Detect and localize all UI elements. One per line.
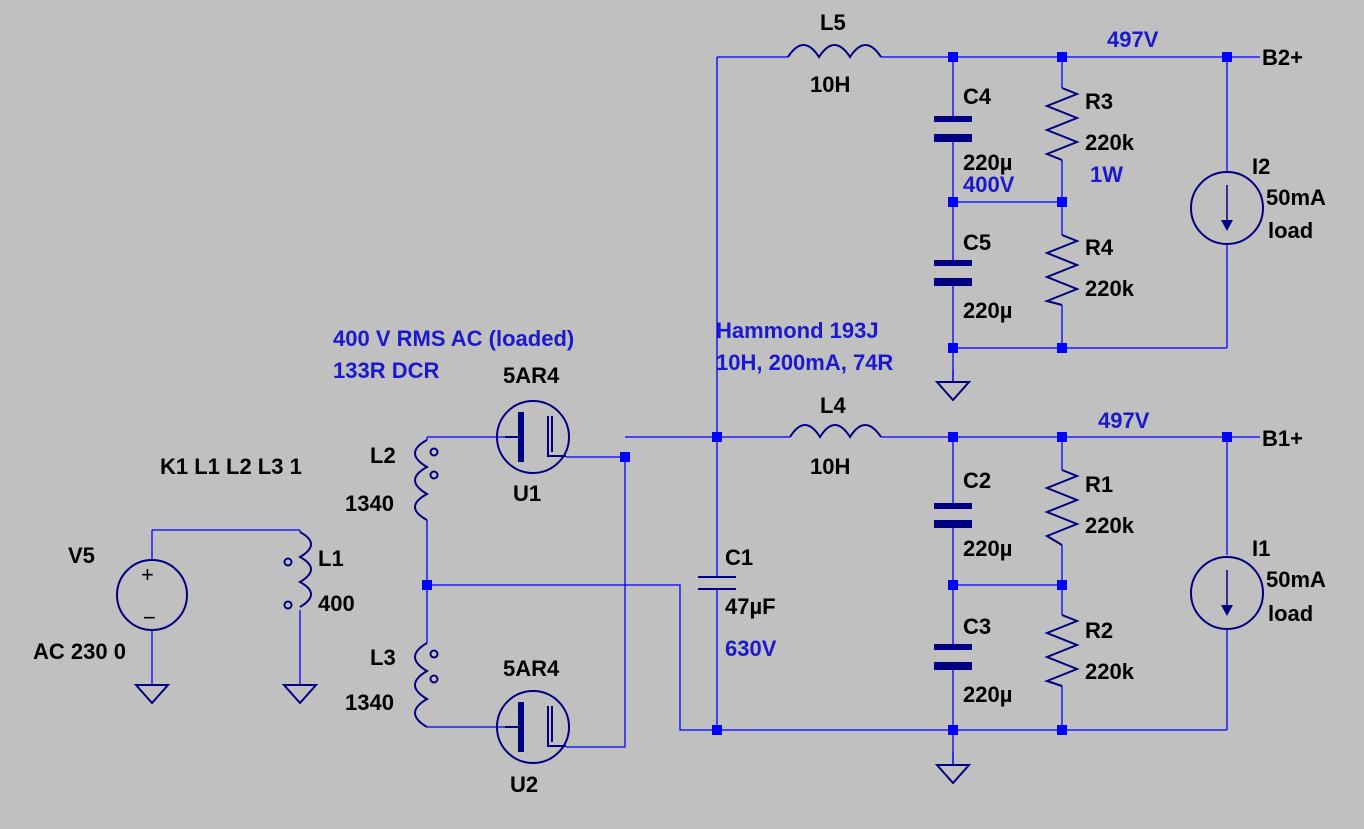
transformer-note-line1: 400 V RMS AC (loaded) (333, 326, 574, 351)
u2-name-label: U2 (510, 772, 538, 797)
c3-name-label: C3 (963, 614, 991, 639)
c1-value-label: 47µF (725, 594, 776, 619)
inductor-l4[interactable] (789, 424, 882, 439)
c4-name-label: C4 (963, 84, 992, 109)
plus-sign-icon: + (141, 562, 154, 587)
current-source-i1[interactable] (1190, 556, 1264, 630)
l3-value-label: 1340 (345, 690, 394, 715)
wires (151, 56, 1260, 765)
inductor-l5[interactable] (787, 44, 882, 59)
resistor-r4[interactable] (1043, 234, 1080, 306)
l1-value-label: 400 (318, 591, 355, 616)
inductor-l2[interactable] (414, 437, 439, 521)
ground-upper (936, 369, 970, 401)
coupling-directive: K1 L1 L2 L3 1 (160, 454, 302, 479)
l1-name-label: L1 (318, 546, 344, 571)
capacitor-c1[interactable] (698, 576, 736, 590)
l2-name-label: L2 (370, 443, 396, 468)
i2-note-label: load (1268, 218, 1313, 243)
l2-value-label: 1340 (345, 491, 394, 516)
v5-value-label: AC 230 0 (33, 639, 126, 664)
c1-rating-label: 630V (725, 636, 777, 661)
choke-note-line1: Hammond 193J (716, 318, 879, 343)
ground-l1 (283, 672, 317, 704)
c4-value-label: 220µ (963, 150, 1012, 175)
l3-name-label: L3 (370, 645, 396, 670)
l5-value-label: 10H (810, 72, 850, 97)
capacitor-c5[interactable] (934, 260, 972, 286)
r2-value-label: 220k (1085, 659, 1135, 684)
polarity-dot-icon (429, 447, 439, 457)
polarity-dot-icon (283, 557, 293, 567)
ground-v5 (135, 672, 169, 704)
c2-value-label: 220µ (963, 536, 1012, 561)
r1-name-label: R1 (1085, 472, 1113, 497)
capacitor-c4[interactable] (934, 116, 972, 142)
u2-value-label: 5AR4 (503, 656, 560, 681)
minus-sign-icon: − (143, 605, 156, 630)
l4-value-label: 10H (810, 454, 850, 479)
c1-name-label: C1 (725, 545, 753, 570)
polarity-dot-icon (429, 674, 439, 684)
current-source-i2[interactable] (1190, 171, 1264, 245)
polarity-dot-icon (429, 649, 439, 659)
l4-name-label: L4 (820, 393, 846, 418)
c3-value-label: 220µ (963, 682, 1012, 707)
polarity-dot-icon (283, 600, 293, 610)
r3-name-label: R3 (1085, 89, 1113, 114)
u1-value-label: 5AR4 (503, 363, 560, 388)
r3-value-label: 220k (1085, 130, 1135, 155)
transformer-note-line2: 133R DCR (333, 358, 439, 383)
capacitor-c3[interactable] (934, 644, 972, 670)
choke-note-line2: 10H, 200mA, 74R (716, 350, 893, 375)
b2-net-label: B2+ (1262, 45, 1303, 70)
r1-value-label: 220k (1085, 513, 1135, 538)
ground-lower (936, 752, 970, 784)
u1-name-label: U1 (513, 481, 541, 506)
i1-note-label: load (1268, 601, 1313, 626)
v5-name-label: V5 (68, 543, 95, 568)
junction-dots (422, 52, 1232, 735)
resistor-r3[interactable] (1044, 87, 1080, 161)
l5-name-label: L5 (820, 10, 846, 35)
r4-name-label: R4 (1085, 235, 1114, 260)
polarity-dot-icon (429, 470, 439, 480)
i2-value-label: 50mA (1266, 185, 1326, 210)
rectifier-tube-u2[interactable] (496, 690, 570, 764)
resistor-r2[interactable] (1044, 614, 1080, 687)
r2-name-label: R2 (1085, 618, 1113, 643)
capacitor-c2[interactable] (934, 503, 972, 528)
r4-value-label: 220k (1085, 276, 1135, 301)
i2-name-label: I2 (1252, 154, 1270, 179)
c5-value-label: 220µ (963, 298, 1012, 323)
b1-net-label: B1+ (1262, 426, 1303, 451)
c2-name-label: C2 (963, 468, 991, 493)
c5-name-label: C5 (963, 230, 991, 255)
arrow-down-icon (1221, 220, 1233, 231)
i1-name-label: I1 (1252, 536, 1270, 561)
r3-rating-label: 1W (1090, 162, 1123, 187)
inductor-l1[interactable] (283, 530, 312, 610)
rectifier-tube-u1[interactable] (496, 400, 570, 474)
b2-voltage-annotation: 497V (1107, 27, 1159, 52)
b1-voltage-annotation: 497V (1098, 408, 1150, 433)
arrow-down-icon (1221, 605, 1233, 616)
i1-value-label: 50mA (1266, 567, 1326, 592)
resistor-r1[interactable] (1044, 469, 1080, 546)
midpoint-voltage-annotation: 400V (963, 172, 1015, 197)
voltage-source-v5[interactable]: + − (116, 530, 188, 631)
inductor-l3[interactable] (414, 642, 439, 728)
